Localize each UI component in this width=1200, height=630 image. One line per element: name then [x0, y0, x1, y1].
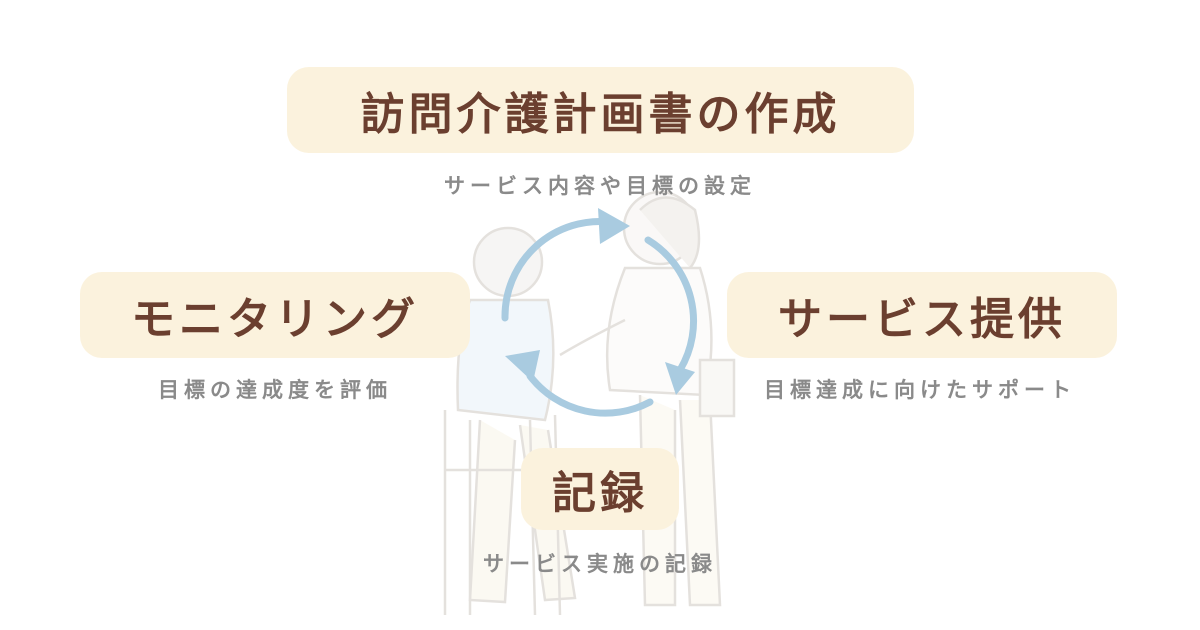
- arrow-head-top: [598, 208, 630, 244]
- step-plan-title: 訪問介護計画書の作成: [360, 89, 841, 140]
- step-record-title: 記録: [552, 468, 648, 519]
- step-monitoring-description: 目標の達成度を評価: [158, 378, 392, 402]
- arrow-right-arc: [644, 236, 697, 374]
- step-plan-description: サービス内容や目標の設定: [444, 174, 756, 198]
- arrow-top-arc: [501, 217, 614, 322]
- arrow-head-bottom: [505, 350, 540, 382]
- arrow-head-right: [665, 362, 695, 395]
- step-service-title: サービス提供: [778, 294, 1066, 345]
- step-record-description: サービス実施の記録: [483, 552, 717, 576]
- step-plan-title-box: 訪問介護計画書の作成: [287, 67, 914, 153]
- step-record-title-box: 記録: [521, 448, 679, 530]
- step-monitoring-title-box: モニタリング: [80, 272, 470, 358]
- step-service-description: 目標達成に向けたサポート: [764, 378, 1076, 402]
- step-service-title-box: サービス提供: [727, 272, 1117, 358]
- arrow-bottom-arc: [526, 372, 654, 417]
- step-monitoring-title: モニタリング: [131, 294, 419, 345]
